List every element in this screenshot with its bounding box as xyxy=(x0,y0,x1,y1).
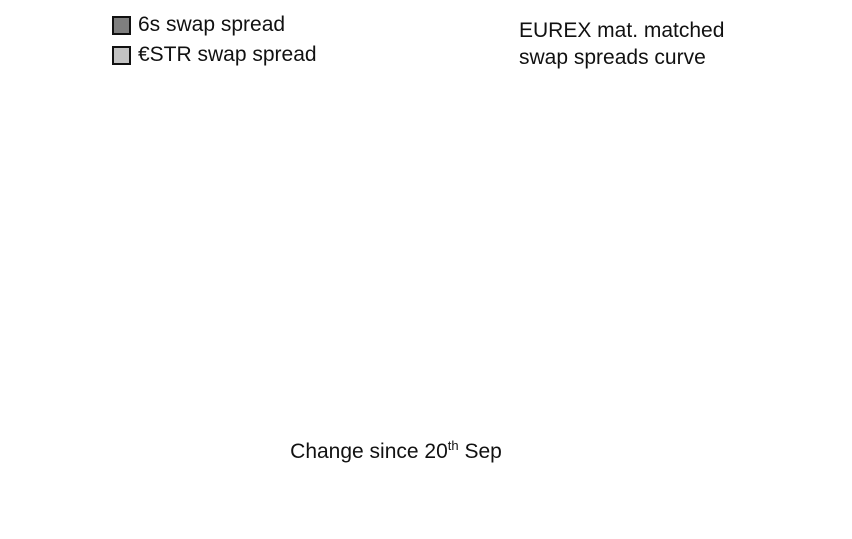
legend: 6s swap spread €STR swap spread xyxy=(112,13,317,67)
annotation-change-since: Change since 20th Sep xyxy=(276,438,516,464)
annotation-change-post: Sep xyxy=(458,440,502,463)
legend-item-estr-swap-spread: €STR swap spread xyxy=(112,43,317,67)
annotation-eurex-line1: EUREX mat. matched xyxy=(519,19,725,42)
legend-label-estr: €STR swap spread xyxy=(138,43,317,66)
annotation-change-sup: th xyxy=(447,438,459,453)
legend-item-6s-swap-spread: 6s swap spread xyxy=(112,13,317,37)
legend-swatch-estr-icon xyxy=(112,45,131,65)
annotation-eurex-line2: swap spreads curve xyxy=(519,46,706,69)
annotation-change-text: Change since 20 xyxy=(290,440,448,463)
legend-label-6s: 6s swap spread xyxy=(138,13,286,36)
annotation-eurex: EUREX mat. matched swap spreads curve xyxy=(519,17,724,71)
legend-swatch-6s-icon xyxy=(112,15,131,35)
